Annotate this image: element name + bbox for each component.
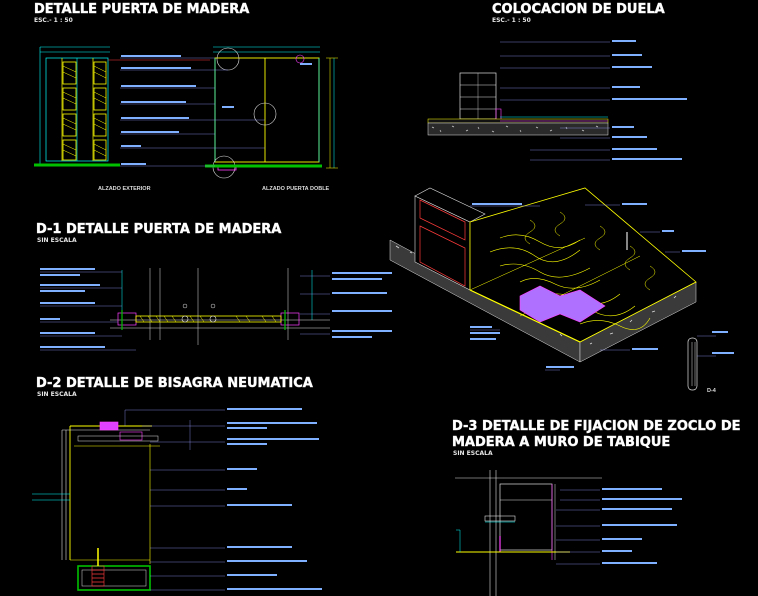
title-d2: D-2 DETALLE DE BISAGRA NEUMATICA [36,376,313,391]
scale-d2: SIN ESCALA [37,391,77,398]
title-colocacion-duela: COLOCACION DE DUELA [492,2,665,17]
d1-plan-drawing [40,268,392,351]
scale-colocacion-duela: ESC.- 1 : 50 [492,17,531,24]
caption-alzado-doble: ALZADO PUERTA DOBLE [262,186,330,192]
title-d3-line1: D-3 DETALLE DE FIJACION DE ZOCLO DE [452,419,741,434]
d4-nail-drawing [687,331,734,391]
duela-section-drawing [427,40,687,161]
caption-alzado-exterior: ALZADO EXTERIOR [98,186,151,192]
d2-bisagra-drawing [32,408,322,591]
duela-isometric-drawing [389,187,706,371]
title-detalle-puerta: DETALLE PUERTA DE MADERA [34,2,249,17]
title-d1: D-1 DETALLE PUERTA DE MADERA [36,222,281,237]
alzado-puerta-doble-drawing [120,46,338,179]
alzado-exterior-drawing [34,46,210,167]
scale-d1: SIN ESCALA [37,237,77,244]
d3-zoclo-drawing [455,470,682,596]
scale-d3: SIN ESCALA [453,450,493,457]
scale-detalle-puerta: ESC.- 1 : 50 [34,17,73,24]
title-d3-line2: MADERA A MURO DE TABIQUE [452,435,670,450]
caption-d4: D-4 [707,388,717,394]
